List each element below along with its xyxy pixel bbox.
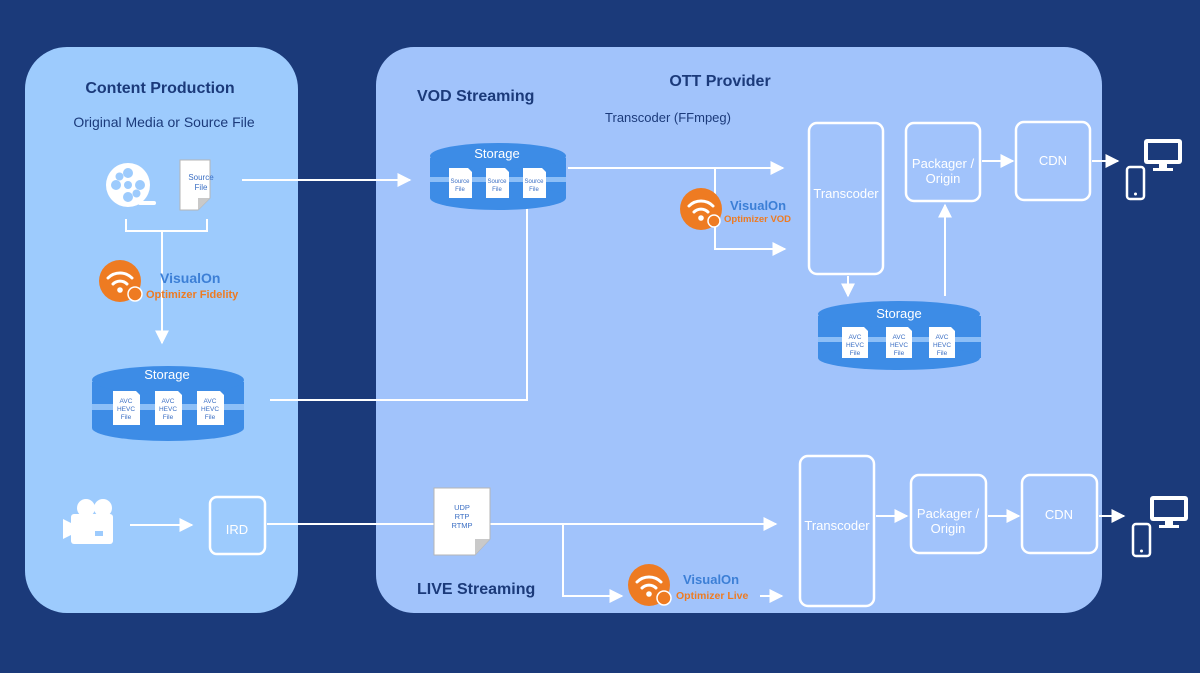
svg-text:AVC: AVC: [849, 334, 862, 341]
vod-packager-box: [904, 121, 982, 203]
vod-source-file-1: Source File: [449, 168, 472, 198]
live-transcoder-label: Transcoder: [804, 518, 870, 533]
svg-text:File: File: [121, 414, 132, 421]
packaging-avc-file-2: AVC HEVC File: [886, 327, 912, 358]
svg-text:Source: Source: [487, 179, 507, 185]
ird-label: IRD: [226, 522, 248, 537]
vod-cdn-label: CDN: [1039, 153, 1067, 168]
vod-source-file-2: Source File: [486, 168, 509, 198]
svg-text:File: File: [894, 350, 905, 357]
video-camera-icon: [63, 499, 113, 544]
svg-text:File: File: [163, 414, 174, 421]
svg-text:RTP: RTP: [455, 512, 470, 521]
vod-packager-label-1: Packager /: [912, 156, 975, 171]
vod-streaming-title: VOD Streaming: [417, 88, 534, 105]
live-devices-icon: [1131, 496, 1188, 558]
ird-box: [208, 495, 267, 556]
svg-text:File: File: [205, 414, 216, 421]
transcoder-ffmpeg-caption: Transcoder (FFmpeg): [605, 110, 731, 125]
svg-text:File: File: [492, 187, 502, 193]
svg-text:HEVC: HEVC: [201, 406, 219, 413]
svg-text:Storage: Storage: [474, 146, 520, 161]
svg-text:VisualOn: VisualOn: [683, 572, 739, 587]
vod-cdn-box: [1014, 120, 1092, 202]
svg-text:File: File: [195, 183, 208, 192]
svg-text:AVC: AVC: [204, 398, 217, 405]
svg-text:AVC: AVC: [120, 398, 133, 405]
vod-transcoder-box: [807, 121, 885, 276]
svg-text:File: File: [529, 187, 539, 193]
film-reel-icon: [106, 163, 156, 207]
svg-text:AVC: AVC: [893, 334, 906, 341]
content-production-subtitle: Original Media or Source File: [73, 114, 255, 130]
svg-text:File: File: [850, 350, 861, 357]
svg-text:HEVC: HEVC: [846, 342, 864, 349]
production-to-vod-connector: [270, 198, 528, 401]
svg-text:HEVC: HEVC: [159, 406, 177, 413]
production-avc-file-2: AVC HEVC File: [155, 391, 182, 425]
vod-source-file-3: Source File: [523, 168, 546, 198]
svg-text:Source: Source: [524, 179, 544, 185]
svg-text:VisualOn: VisualOn: [730, 198, 786, 213]
svg-text:Storage: Storage: [144, 367, 190, 382]
visualon-vod-badge: VisualOn Optimizer VOD: [678, 186, 791, 232]
live-protocol-document: UDP RTP RTMP: [433, 487, 491, 556]
live-cdn-label: CDN: [1045, 507, 1073, 522]
svg-text:AVC: AVC: [162, 398, 175, 405]
svg-text:HEVC: HEVC: [933, 342, 951, 349]
vod-devices-icon: [1125, 139, 1182, 201]
vod-packager-label-2: Origin: [926, 171, 961, 186]
vod-transcoder-label: Transcoder: [813, 186, 879, 201]
live-packager-label-2: Origin: [931, 521, 966, 536]
svg-text:HEVC: HEVC: [117, 406, 135, 413]
svg-text:File: File: [455, 187, 465, 193]
live-cdn-box: [1020, 473, 1099, 555]
svg-text:Source: Source: [450, 179, 470, 185]
visualon-live-badge: VisualOn Optimizer Live: [626, 562, 749, 608]
source-bracket: [125, 219, 208, 232]
svg-text:Storage: Storage: [876, 306, 922, 321]
production-avc-file-1: AVC HEVC File: [113, 391, 140, 425]
svg-text:HEVC: HEVC: [890, 342, 908, 349]
live-transcoder-box: [798, 454, 876, 608]
svg-text:File: File: [937, 350, 948, 357]
svg-text:RTMP: RTMP: [451, 521, 472, 530]
arrow-live-to-optimizer: [562, 524, 624, 603]
visualon-fidelity-badge: VisualOn Optimizer Fidelity: [97, 258, 239, 304]
content-production-title: Content Production: [85, 80, 234, 97]
svg-text:Optimizer VOD: Optimizer VOD: [724, 214, 791, 225]
live-streaming-title: LIVE Streaming: [417, 581, 535, 598]
svg-text:Source: Source: [188, 173, 214, 182]
live-packager-box: [909, 473, 988, 555]
svg-text:Optimizer Live: Optimizer Live: [676, 590, 749, 602]
svg-text:VisualOn: VisualOn: [160, 270, 220, 286]
svg-text:UDP: UDP: [454, 503, 470, 512]
source-file-document: Source File: [179, 159, 214, 211]
svg-text:AVC: AVC: [936, 334, 949, 341]
live-packager-label-1: Packager /: [917, 506, 980, 521]
production-avc-file-3: AVC HEVC File: [197, 391, 224, 425]
ott-provider-title: OTT Provider: [669, 73, 770, 90]
svg-text:Optimizer Fidelity: Optimizer Fidelity: [146, 289, 239, 301]
packaging-avc-file-1: AVC HEVC File: [842, 327, 868, 358]
packaging-avc-file-3: AVC HEVC File: [929, 327, 955, 358]
